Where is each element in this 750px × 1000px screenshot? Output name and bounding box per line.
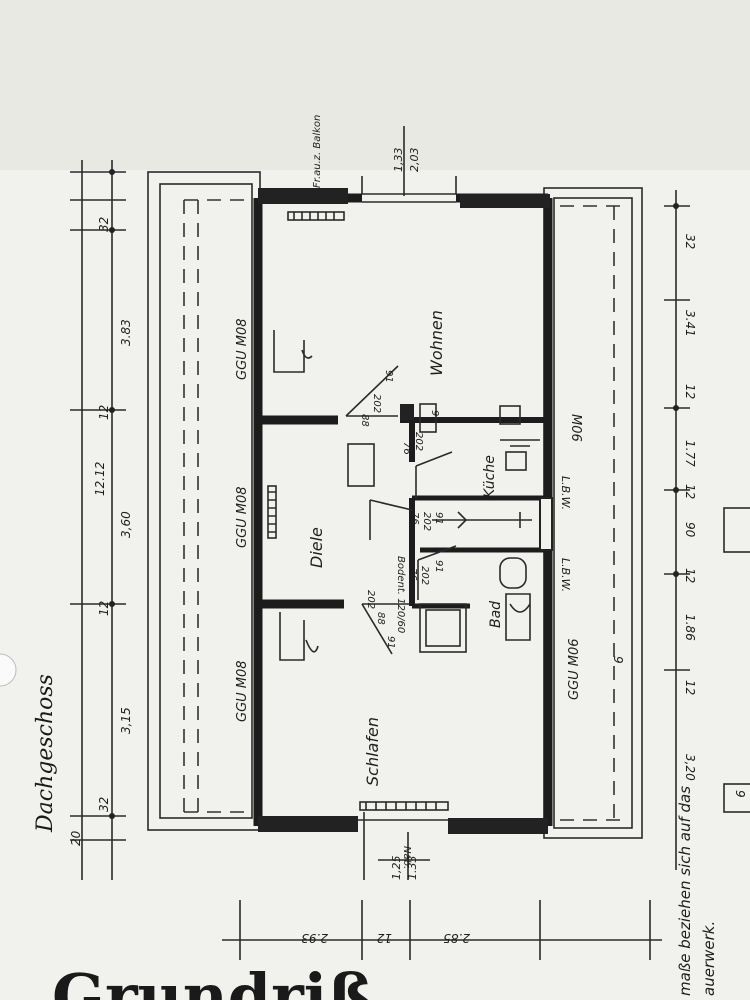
dim-top-total: 12.12 — [93, 462, 107, 496]
window-dim-bottom-a: 1,25 — [390, 856, 403, 881]
room-label-bad: Bad — [488, 601, 504, 628]
dim-bottom-8: 3.41 — [683, 310, 697, 337]
door-kueche — [415, 451, 453, 498]
door-size-d1-height: 202 — [371, 394, 382, 413]
dim-top-2: 3,15 — [119, 707, 133, 734]
door-size-d1-rough: 91 — [383, 370, 394, 383]
margin-box — [723, 507, 750, 553]
diele-cabinet — [347, 443, 375, 487]
dim-top-7: 32 — [97, 217, 111, 232]
dim-bottom-2: 1.86 — [683, 614, 697, 641]
dim-top-1: 32 — [97, 797, 111, 812]
door-size-d2-width: 76 — [401, 442, 412, 455]
attic-hatch — [432, 511, 532, 529]
dim-bottom-1: 12 — [683, 680, 697, 695]
radiator-wohnen — [287, 211, 345, 221]
door-size-d4-rough: 91 — [385, 636, 396, 649]
attic-stair-label: Bodent. 120/60 — [395, 556, 406, 633]
bearing-wall-label-top: L.B.W. — [559, 476, 572, 510]
footnote-line1: maße beziehen sich auf das — [676, 786, 694, 996]
window-dim-top-b: 2,03 — [408, 148, 421, 173]
window-dim-top-a: 1,33 — [392, 148, 405, 173]
dim-bottom-9: 32 — [683, 234, 697, 249]
door-size-d3-width: 76 — [409, 512, 420, 525]
window-top — [362, 193, 456, 203]
bath-fixtures — [419, 557, 531, 653]
door-code-bad: GGU M06 — [567, 638, 582, 700]
punch-hole — [0, 653, 17, 687]
footnote-line2: auerwerk. — [700, 921, 718, 996]
interior-walls — [258, 404, 553, 609]
left-dimensions: 2.93 12 2.85 — [301, 931, 470, 945]
marker-small: 9 — [733, 790, 747, 798]
door-code-schlafen: GGU M08 — [235, 660, 250, 722]
dim-top-6: 3.83 — [119, 319, 133, 346]
footnote: maße beziehen sich auf das auerwerk. — [676, 786, 718, 996]
dim-left-1: 12 — [377, 931, 392, 945]
marker-nine: 9 — [611, 656, 625, 664]
window-dimensions: 1,33 2,03 1,25 1.33 — [390, 148, 421, 881]
bearing-wall-label-bottom: L.B.W. — [559, 558, 572, 592]
room-label-kueche: Küche — [482, 455, 498, 498]
door-size-d1-width: 88 — [359, 414, 370, 427]
door-size-d5-width: 76 — [407, 568, 418, 581]
dim-top-5: 12 — [97, 405, 111, 420]
door-sizes: 88 202 91 76 202 91 76 202 91 88 202 91 … — [359, 370, 444, 649]
furniture-marks — [273, 330, 319, 661]
dim-top-3: 12 — [97, 601, 111, 616]
door-schlafen — [361, 603, 410, 655]
door-boden — [369, 499, 413, 540]
dim-left-0: 2.93 — [301, 931, 328, 945]
dimension-line-top — [70, 160, 126, 880]
door-code-kueche: M06 — [568, 414, 583, 442]
dim-top-0: 20 — [69, 830, 83, 846]
door-wohnen — [345, 365, 399, 417]
door-bad — [417, 545, 457, 600]
plan-title-text: Dachgeschoss — [33, 674, 58, 833]
door-size-d3-rough: 91 — [433, 512, 444, 525]
window-note: Nab. — [401, 846, 412, 869]
paper-shadow — [0, 0, 750, 170]
bottom-dimensions: 3,20 12 1.86 12 90 12 1.77 12 3.41 32 — [683, 234, 697, 781]
room-label-wohnen: Wohnen — [427, 310, 446, 376]
page-heading: Grundriß — [52, 960, 374, 1000]
door-size-d5-height: 202 — [419, 566, 430, 585]
door-size-d4-height: 202 — [365, 590, 376, 609]
door-size-d4-width: 88 — [375, 612, 386, 625]
dim-bottom-5: 12 — [683, 484, 697, 499]
dim-left-2: 2.85 — [443, 931, 470, 945]
door-code-wohnen: GGU M08 — [235, 318, 250, 380]
dim-bottom-4: 90 — [683, 522, 697, 538]
window-bottom — [358, 801, 449, 821]
door-size-d2-rough: 91 — [429, 410, 440, 423]
dim-bottom-3: 12 — [683, 568, 697, 583]
top-dimensions: 12.12 20 32 3,15 12 3,60 12 3.83 32 — [69, 217, 133, 846]
dimension-line-left — [222, 900, 662, 960]
balcony-label: Fr.au.z. Balkon — [312, 115, 323, 188]
dimension-line-bottom — [664, 190, 690, 870]
window-dim-bottom-b: 1.33 — [406, 856, 419, 881]
door-size-d2-height: 202 — [413, 432, 424, 451]
margin-box-small — [723, 783, 750, 813]
dim-bottom-0: 3,20 — [683, 754, 697, 781]
outer-walls — [253, 188, 553, 834]
room-label-schlafen: Schlafen — [363, 717, 382, 786]
door-size-d3-height: 202 — [421, 512, 432, 531]
dim-top-4: 3,60 — [119, 511, 133, 538]
kitchen-fixtures — [419, 403, 540, 471]
dim-bottom-6: 1.77 — [683, 440, 697, 467]
window-dim-marks — [361, 126, 457, 880]
radiator-diele — [267, 485, 277, 539]
plan-title: Dachgeschoss — [33, 674, 58, 833]
room-label-diele: Diele — [307, 527, 326, 568]
door-code-diele: GGU M08 — [235, 486, 250, 548]
door-size-d5-rough: 91 — [433, 560, 444, 573]
dim-bottom-7: 12 — [683, 384, 697, 399]
